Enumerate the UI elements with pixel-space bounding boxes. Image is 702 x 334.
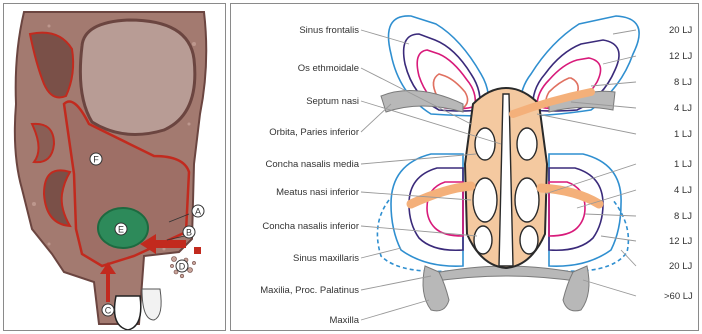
marker-c: C [102,304,114,316]
label-orbita-paries-inferior: Orbita, Paries inferior [269,127,359,138]
marker-a: A [192,205,204,217]
contour-12-lower-right [549,168,603,250]
label-sinus-maxillaris: Sinus maxillaris [293,253,359,264]
marker-d-label: D [179,262,186,272]
label-meatus-nasi-inferior: Meatus nasi inferior [276,187,359,198]
label-septum-nasi: Septum nasi [306,96,359,107]
dose-labels: 20 LJ 12 LJ 8 LJ 4 LJ 1 LJ 1 LJ 4 LJ 8 L… [664,25,693,302]
label-sinus-frontalis: Sinus frontalis [299,25,359,36]
cranial-cavity [80,20,194,135]
tooth-1 [115,296,141,330]
label-concha-nasalis-media: Concha nasalis media [266,159,360,170]
tooth-2 [142,289,161,320]
dose-label-8-bottom: 8 LJ [674,211,692,222]
marker-e-label: E [118,225,124,235]
dose-label-4-bottom: 4 LJ [674,185,692,196]
marker-f-label: F [93,155,99,165]
left-panel-diagram: A B C D E F [3,3,226,331]
dose-label-8-top: 8 LJ [674,77,692,88]
marker-e: E [115,223,127,235]
label-maxilla: Maxilla [329,315,359,326]
marker-f: F [90,153,102,165]
label-maxilia-proc-palatinus: Maxilia, Proc. Palatinus [260,285,359,296]
right-leader-lines [537,30,636,296]
sagittal-skull-illustration: A B C D E F [4,4,225,330]
structure-labels: Sinus frontalis Os ethmoidale Septum nas… [260,25,359,326]
marker-d: D [176,260,188,272]
marker-a-label: A [195,207,201,217]
dose-label-20-bottom: 20 LJ [669,261,692,272]
dose-label-4-top: 4 LJ [674,103,692,114]
label-concha-nasalis-inferior: Concha nasalis inferior [262,221,359,232]
dose-label-60-bottom: >60 LJ [664,291,693,302]
dose-label-1-bottom: 1 LJ [674,159,692,170]
coronal-dose-diagram: Sinus frontalis Os ethmoidale Septum nas… [231,4,698,330]
dose-label-12-top: 12 LJ [669,51,692,62]
orbit-floor-left [381,91,463,112]
marker-c-label: C [105,306,112,316]
dose-label-1-top: 1 LJ [674,129,692,140]
contour-12-lower-left [409,168,463,250]
dose-label-12-bottom: 12 LJ [669,236,692,247]
label-os-ethmoidale: Os ethmoidale [298,63,359,74]
marker-b: B [183,226,195,238]
right-panel-diagram: Sinus frontalis Os ethmoidale Septum nas… [230,3,699,331]
marker-b-label: B [186,228,192,238]
dose-label-20-top: 20 LJ [669,25,692,36]
